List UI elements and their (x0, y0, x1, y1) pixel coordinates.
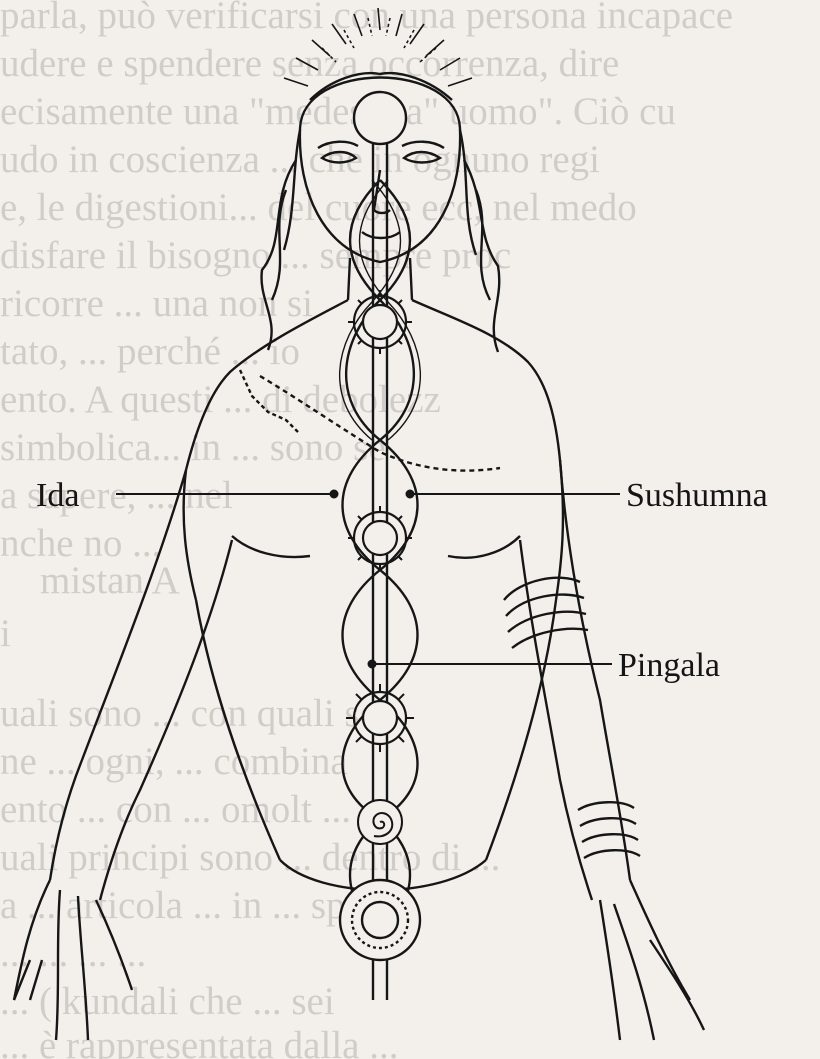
chakra-root (340, 880, 420, 960)
chakra-crown (354, 92, 406, 144)
label-pingala: Pingala (618, 647, 720, 684)
right-arm (504, 460, 704, 1040)
chakra-heart (348, 506, 412, 570)
label-ida: Ida (36, 477, 79, 514)
left-arm (14, 470, 232, 1040)
chakra-navel (346, 684, 414, 752)
chakra-sacral-spiral (358, 800, 402, 844)
label-sushumna: Sushumna (626, 477, 768, 514)
